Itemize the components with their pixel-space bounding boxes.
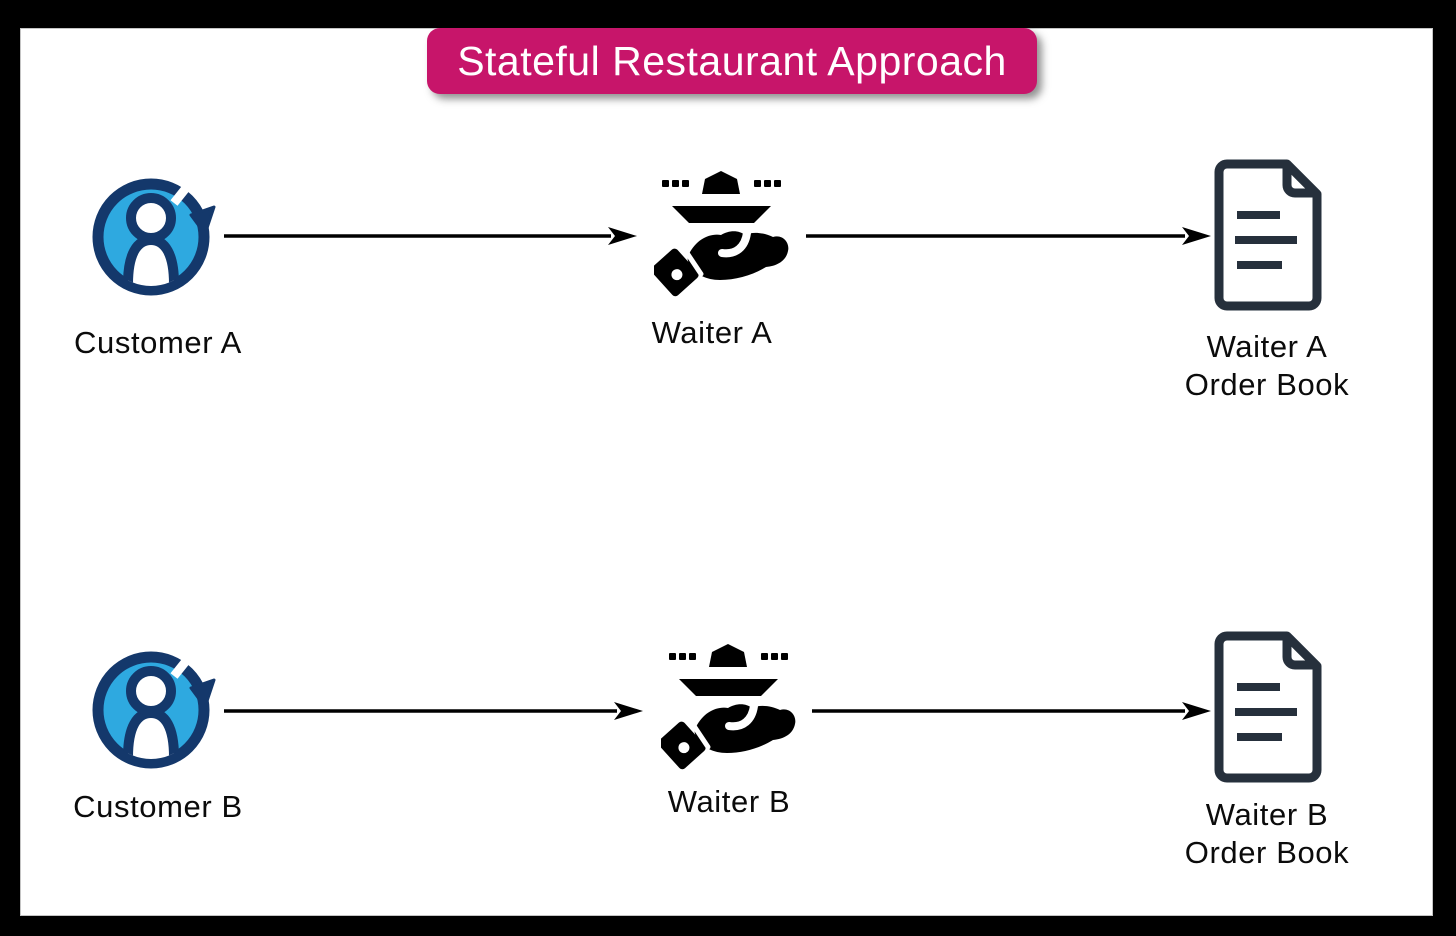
waiter-label: Waiter A xyxy=(651,315,773,350)
arrow-waiter-to-orderbook xyxy=(806,227,1211,245)
customer-icon xyxy=(86,645,226,775)
page-title: Stateful Restaurant Approach xyxy=(457,37,1007,84)
order-book-label-line2: Order Book xyxy=(1184,835,1350,870)
waiter-icon xyxy=(654,168,789,303)
order-book-label-line1: Waiter A xyxy=(1206,329,1328,364)
arrow-customer-to-waiter xyxy=(224,227,637,245)
customer-icon xyxy=(86,172,226,302)
title-banner: Stateful Restaurant Approach xyxy=(427,28,1037,94)
arrow-waiter-to-orderbook xyxy=(812,702,1211,720)
order-book-label-line1: Waiter B xyxy=(1205,797,1329,832)
waiter-label: Waiter B xyxy=(667,784,791,819)
customer-label: Customer A xyxy=(74,325,242,360)
arrow-customer-to-waiter xyxy=(224,702,643,720)
order-book-label: Waiter A Order Book xyxy=(1107,328,1427,404)
customer-label: Customer B xyxy=(73,789,243,824)
order-book-label-line2: Order Book xyxy=(1184,367,1350,402)
order-book-icon xyxy=(1212,158,1323,311)
order-book-label: Waiter B Order Book xyxy=(1107,796,1427,872)
waiter-icon xyxy=(661,641,796,776)
order-book-icon xyxy=(1212,630,1323,783)
